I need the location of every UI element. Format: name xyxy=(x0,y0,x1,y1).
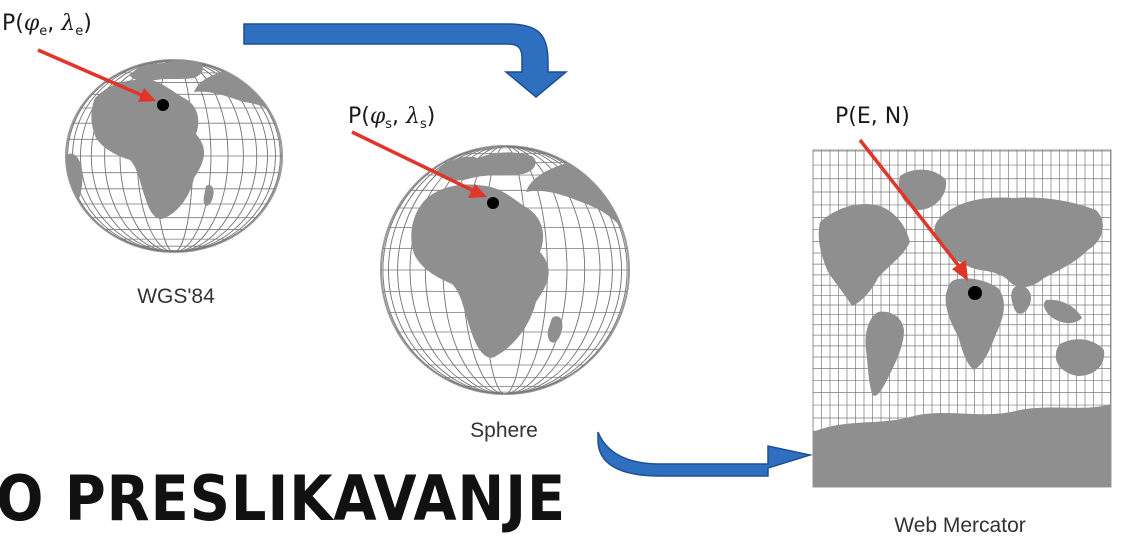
sphere-caption: Sphere xyxy=(470,419,538,442)
sphere-point-marker xyxy=(487,197,499,209)
pointer-arrow-wgs84 xyxy=(37,48,156,102)
web-mercator-caption: Web Mercator xyxy=(894,514,1026,537)
pointer-arrow-mercator xyxy=(858,138,968,281)
pointer-arrow-sphere xyxy=(351,130,487,198)
flow-arrow-bottom xyxy=(597,431,813,477)
wgs84-point-marker xyxy=(157,99,169,111)
wgs84-point-label: P(φe, λe) xyxy=(2,11,92,39)
wgs84-caption: WGS'84 xyxy=(137,285,215,308)
wgs84-globe xyxy=(65,59,283,253)
sphere-point-label: P(φs, λs) xyxy=(348,104,435,132)
web-mercator-map xyxy=(812,149,1112,488)
slide-title: O PRESLIKAVANJE xyxy=(0,462,567,535)
mercator-landmass xyxy=(813,169,1111,487)
flow-arrow-top xyxy=(243,23,569,98)
mercator-point-label: P(E, N) xyxy=(835,104,910,129)
mercator-point-marker xyxy=(968,286,982,300)
sphere-globe xyxy=(380,145,630,395)
